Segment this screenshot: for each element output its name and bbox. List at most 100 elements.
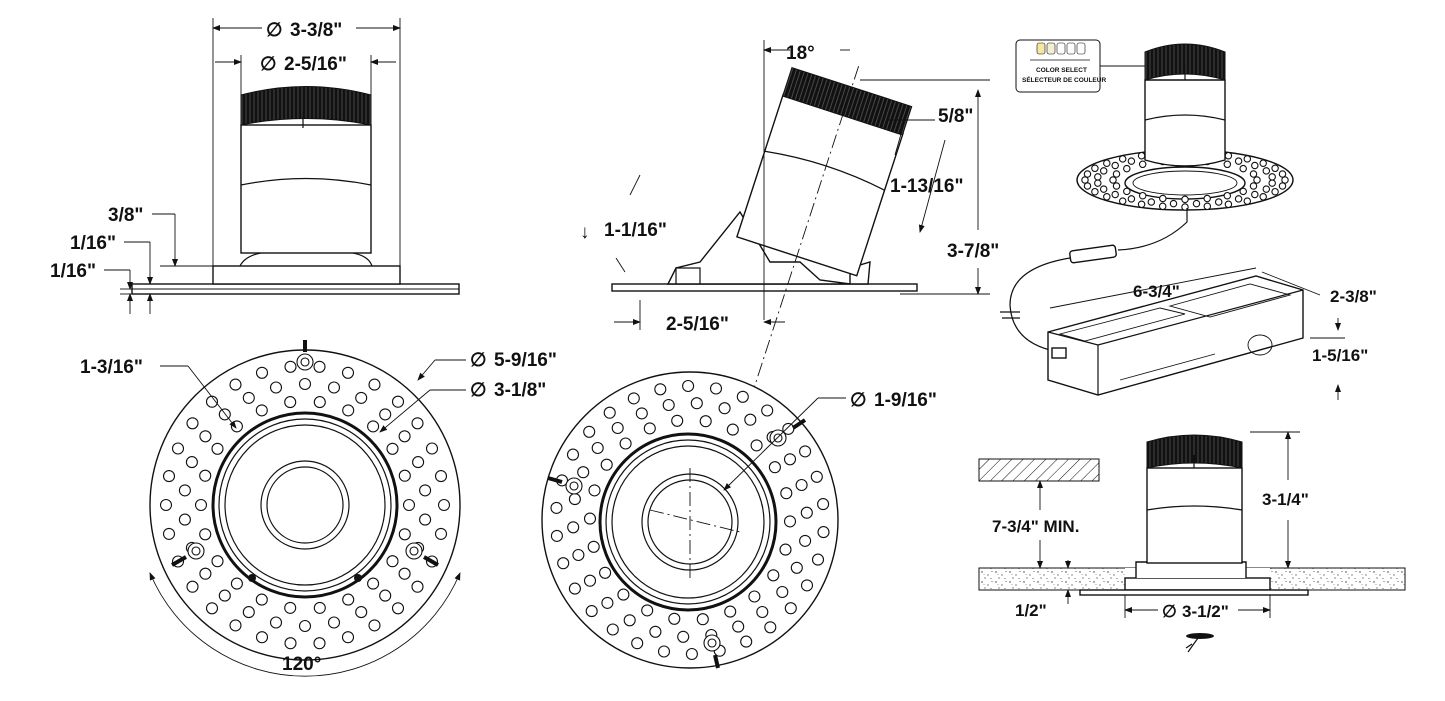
dim-inner-dia: 2-5/16" [284, 54, 347, 75]
perforation-hole [811, 553, 825, 566]
perforation-hole [398, 430, 411, 443]
perforation-hole [1112, 170, 1121, 178]
dim-1-3-16: 1-3/16" [80, 357, 143, 378]
perforation-hole [255, 631, 269, 644]
perforation-hole [606, 623, 619, 636]
dim-1-16-a: 1/16" [70, 233, 116, 254]
perforation-hole [557, 557, 570, 570]
perforation-hole [662, 398, 675, 412]
dim-3-1-2: 3-1/2" [1182, 602, 1229, 621]
dim-1-2: 1/2" [1015, 601, 1047, 620]
perforation-hole [776, 585, 789, 599]
dia-symbol-3: ∅ [470, 350, 487, 371]
perforation-hole [1281, 176, 1289, 184]
perforation-hole [386, 442, 399, 455]
perforation-hole [298, 619, 312, 633]
perforation-hole [242, 606, 255, 619]
perforation-hole [1083, 182, 1092, 190]
perforation-hole [1118, 155, 1127, 163]
perforation-hole [1127, 195, 1136, 203]
perforation-hole [327, 616, 341, 629]
perforation-hole [199, 567, 212, 580]
perforation-hole [402, 498, 416, 512]
perforation-hole [1259, 193, 1267, 201]
dim-tilt-2-5-16: 2-5/16" [666, 314, 729, 335]
perforation-hole [1137, 200, 1146, 209]
perforation-hole [1278, 182, 1287, 190]
dim-3-8: 3/8" [108, 205, 143, 226]
perforation-hole [736, 390, 749, 403]
perforation-hole [588, 484, 601, 497]
perforation-hole [229, 378, 242, 391]
perforation-hole [368, 619, 381, 632]
perforation-hole [643, 422, 656, 435]
perforation-hole [199, 528, 212, 541]
perforation-hole [611, 421, 624, 435]
perforation-hole [379, 408, 392, 421]
perforation-hole [230, 420, 243, 433]
perforation-hole [1091, 164, 1099, 173]
perforation-hole [750, 439, 763, 452]
perforation-hole [1127, 157, 1136, 165]
perforation-hole [568, 582, 581, 595]
perforation-hole [1192, 199, 1201, 208]
perforation-hole [255, 366, 269, 379]
iso-heatsink [1144, 43, 1226, 81]
perforation-hole [178, 513, 191, 526]
perforation-hole [185, 456, 198, 469]
perforation-hole [342, 593, 355, 606]
perforation-hole [1158, 202, 1167, 211]
perforation-hole [550, 529, 563, 542]
perforation-hole [784, 602, 797, 615]
perforation-hole [313, 360, 326, 373]
perforation-hole [269, 381, 283, 394]
perforation-hole [550, 501, 563, 514]
perforation-hole [756, 605, 769, 619]
dim-tilt-angle: 18° [786, 43, 815, 64]
joist-hatch [978, 458, 1100, 482]
perforation-hole [740, 635, 753, 648]
perforation-hole [1103, 159, 1111, 167]
perforation-hole [671, 414, 684, 427]
perforation-hole [767, 569, 780, 582]
perforation-hole [162, 470, 176, 483]
perforation-hole [419, 484, 432, 497]
dim-2-3-8: 2-3/8" [1330, 287, 1377, 306]
perforation-hole [425, 442, 439, 455]
perforation-hole [583, 512, 597, 525]
perforation-hole [391, 395, 405, 408]
perforation-hole [657, 645, 671, 658]
perforation-hole [1147, 198, 1156, 206]
perforation-hole [748, 590, 761, 603]
perforation-hole [1271, 187, 1279, 196]
perforation-hole [162, 527, 176, 540]
perforation-hole [1137, 151, 1146, 160]
perforation-hole [795, 478, 808, 492]
perforation-hole [1224, 200, 1233, 209]
perforation-hole [434, 470, 448, 483]
perforation-hole [1262, 185, 1271, 193]
perforation-hole [1214, 198, 1223, 206]
perforation-hole [685, 647, 698, 661]
perforation-hole [690, 397, 703, 410]
plan-left-holes [159, 360, 451, 650]
perforation-hole [1083, 170, 1092, 178]
perforation-hole [1268, 179, 1276, 187]
perforation-hole [1278, 170, 1287, 178]
perforation-hole [696, 613, 709, 626]
perforation-hole [1249, 182, 1258, 190]
perforation-hole [313, 396, 326, 409]
perforation-hole [619, 437, 632, 450]
front-view: ∅ 3-3/8" ∅ 2-5/16" 3/8" 1/16" 1/16" [50, 18, 460, 314]
color-select-switch: COLOR SELECT SÉLECTEUR DE COULEUR [1015, 39, 1106, 93]
tilt-view: 18° 5/8" 1-13/16" 3-7/8" ↓ 1-1/16" 2-5/1… [580, 40, 999, 504]
dia-symbol-6: ∅ [1162, 602, 1177, 621]
perforation-hole [682, 379, 695, 393]
dim-1-16-b: 1/16" [50, 261, 96, 282]
perforation-hole [199, 430, 212, 443]
perforation-hole [567, 521, 580, 534]
perforation-hole [1103, 193, 1111, 201]
driver-box [1047, 275, 1304, 396]
perforation-hole [627, 392, 640, 405]
